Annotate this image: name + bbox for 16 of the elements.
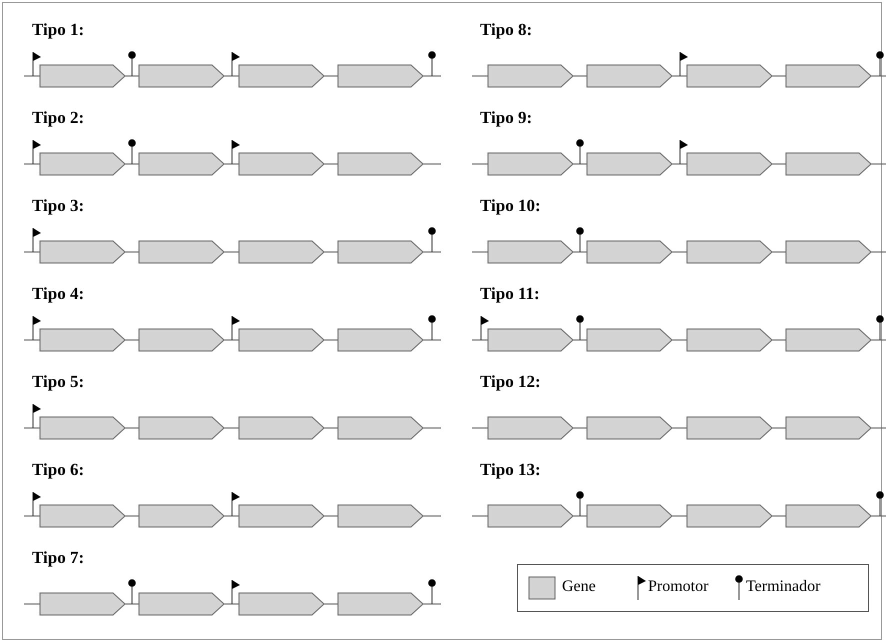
construct-title: Tipo 1:: [32, 20, 84, 40]
construct-title: Tipo 12:: [480, 372, 541, 392]
construct-title: Tipo 11:: [480, 284, 540, 304]
construct-title: Tipo 2:: [32, 108, 84, 128]
construct-title: Tipo 13:: [480, 460, 541, 480]
construct-title: Tipo 7:: [32, 548, 84, 568]
legend-label: Terminador: [746, 578, 820, 596]
construct-title: Tipo 6:: [32, 460, 84, 480]
construct-title: Tipo 4:: [32, 284, 84, 304]
construct-title: Tipo 8:: [480, 20, 532, 40]
construct-title: Tipo 3:: [32, 196, 84, 216]
legend-label: Promotor: [648, 578, 708, 596]
construct-title: Tipo 10:: [480, 196, 541, 216]
construct-title: Tipo 5:: [32, 372, 84, 392]
legend-label: Gene: [562, 578, 596, 596]
construct-title: Tipo 9:: [480, 108, 532, 128]
